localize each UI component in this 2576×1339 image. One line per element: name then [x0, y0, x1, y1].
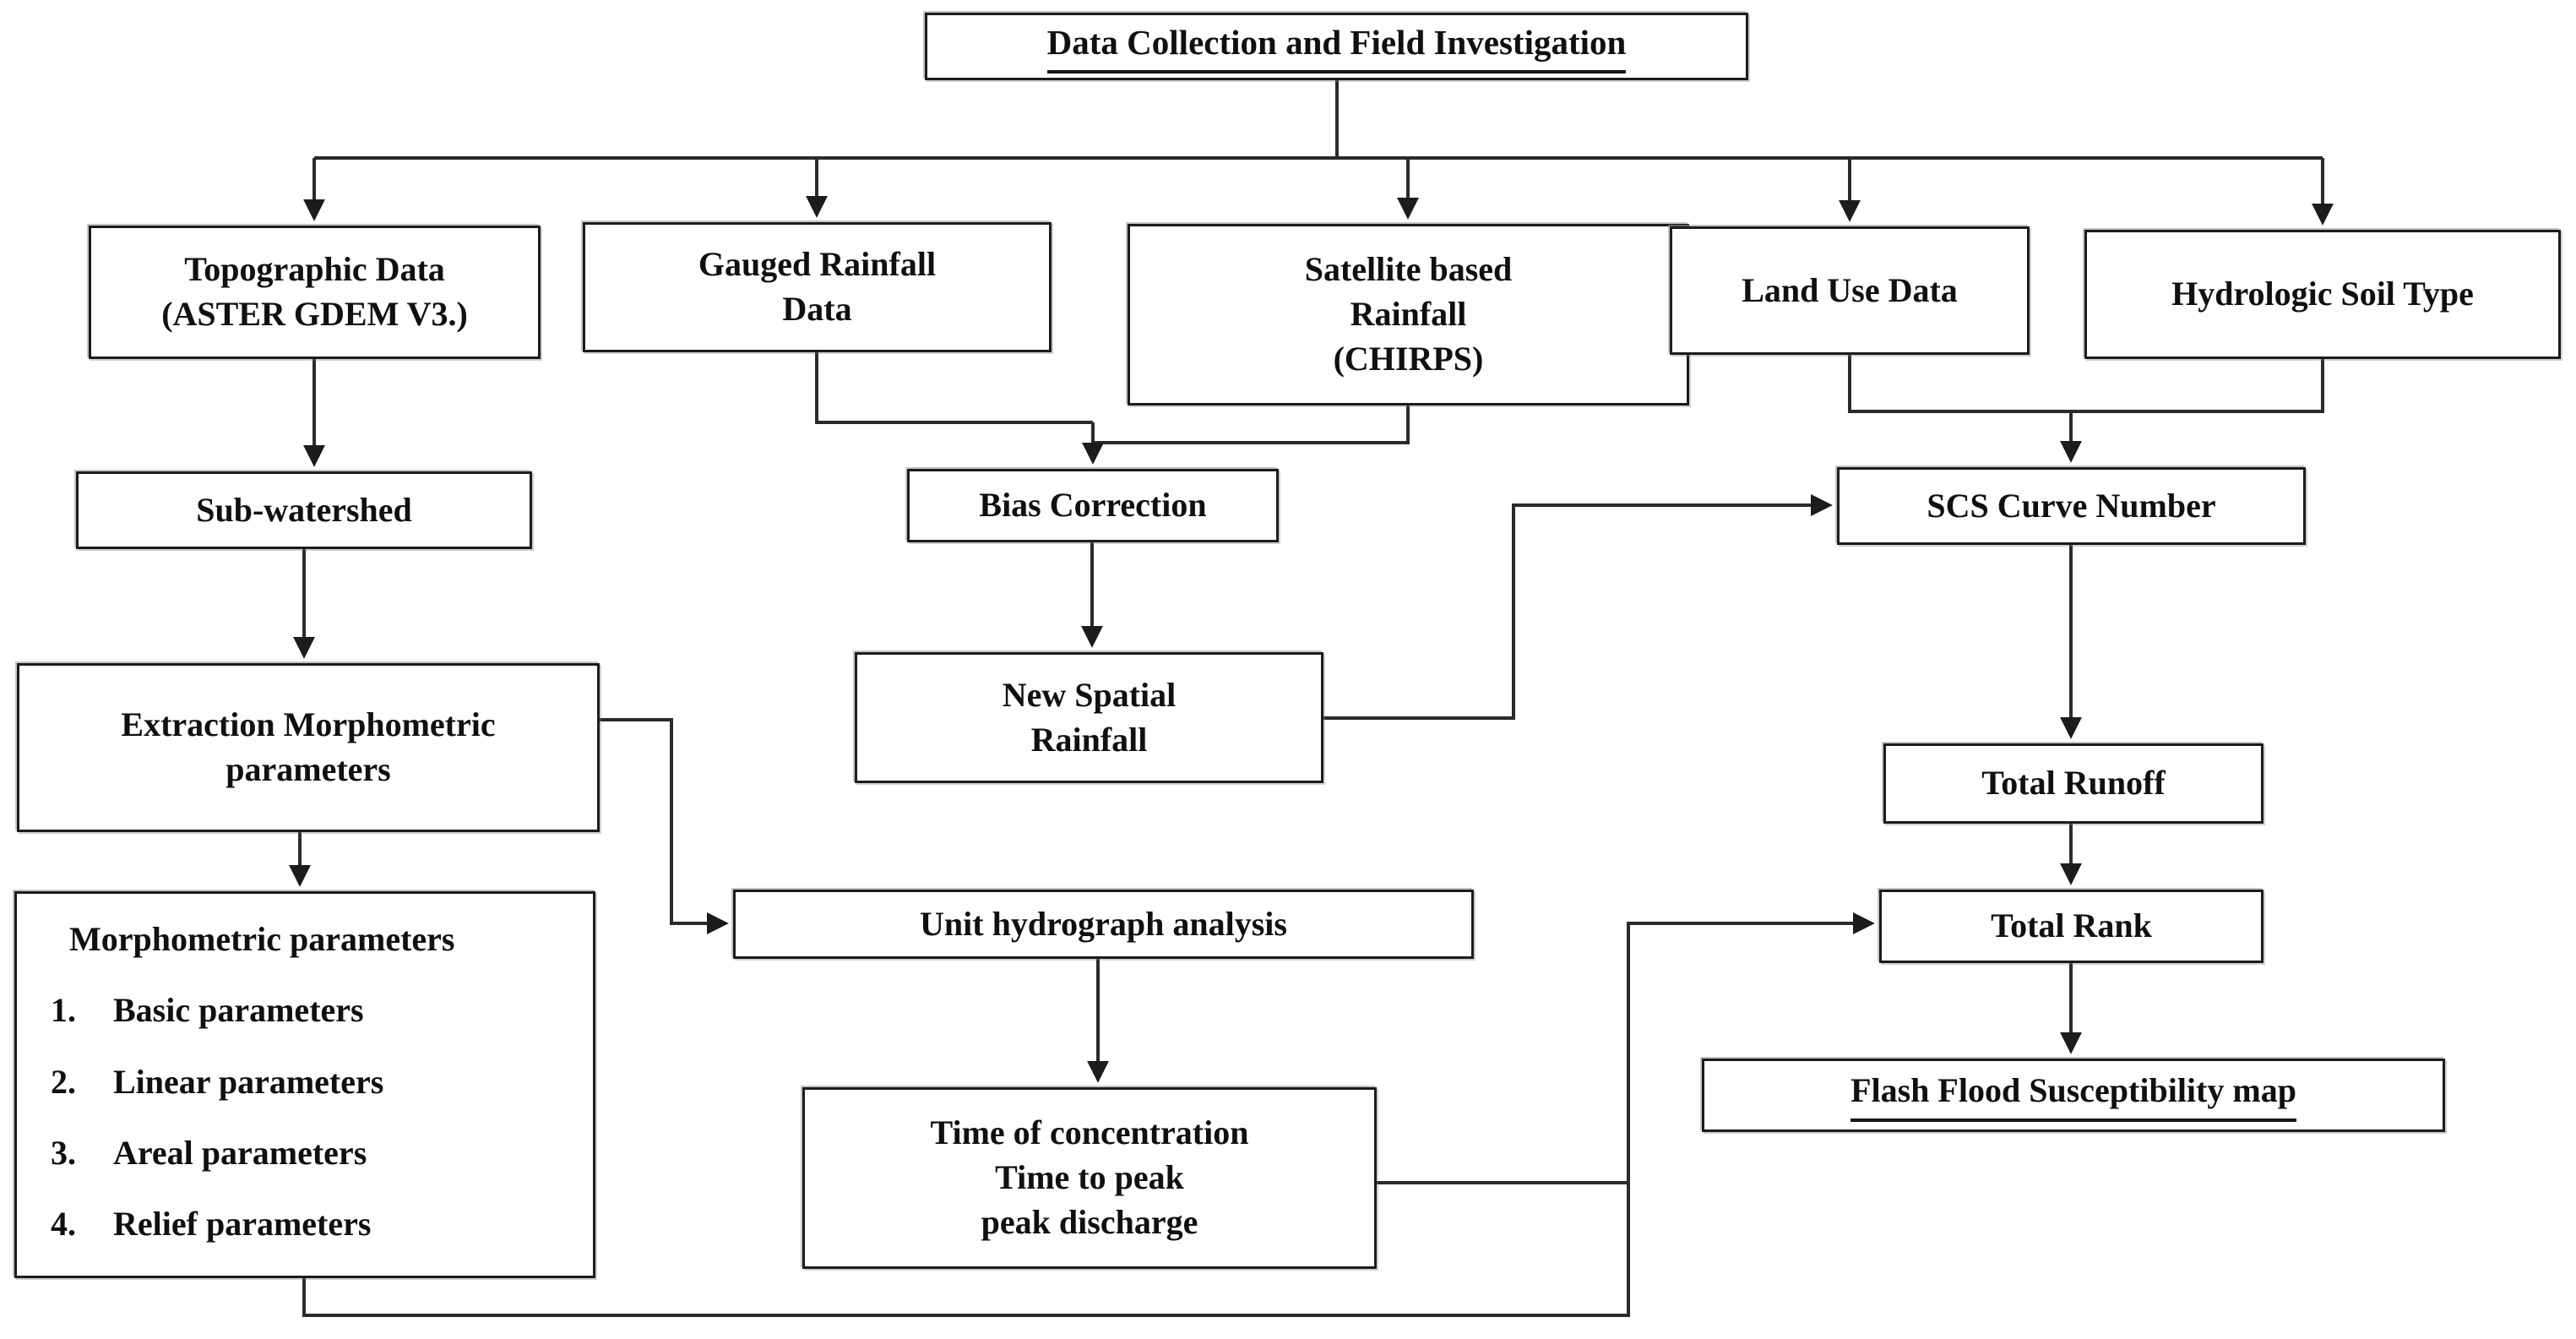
- node-new-spatial-rainfall: New Spatial Rainfall: [855, 652, 1323, 783]
- list-item: 1. Basic parameters: [51, 988, 576, 1033]
- node-topographic-data-label: Topographic Data (ASTER GDEM V3.): [161, 250, 468, 333]
- connector-newspatial-scs: [1323, 494, 1833, 720]
- node-gauged-rainfall: Gauged Rainfall Data: [583, 222, 1052, 352]
- node-bias-correction: Bias Correction: [907, 469, 1279, 542]
- node-time-of-concentration: Time of concentration Time to peak peak …: [802, 1087, 1377, 1269]
- node-satellite-rainfall: Satellite based Rainfall (CHIRPS): [1128, 224, 1689, 406]
- connector-gauged-merge: [815, 352, 1093, 424]
- connector-riser-totalrank: [1627, 912, 1875, 1315]
- list-item-number: 2.: [51, 1062, 76, 1101]
- list-item-label: Linear parameters: [113, 1062, 384, 1101]
- list-item-label: Basic parameters: [113, 991, 364, 1030]
- node-total-runoff: Total Runoff: [1883, 743, 2264, 824]
- list-item: 2. Linear parameters: [51, 1060, 576, 1105]
- morphometric-parameters-title: Morphometric parameters: [69, 920, 455, 958]
- list-item-number: 1.: [51, 991, 76, 1030]
- node-unit-hydrograph-analysis: Unit hydrograph analysis: [733, 890, 1474, 959]
- list-item: 3. Areal parameters: [51, 1131, 576, 1176]
- connector-soiltype-merge: [2071, 359, 2324, 413]
- node-total-rank-label: Total Rank: [1991, 906, 2152, 945]
- connector-extraction-unit: [600, 718, 729, 934]
- node-morphometric-parameters: Morphometric parameters 1. Basic paramet…: [14, 891, 595, 1278]
- node-total-runoff-label: Total Runoff: [1981, 764, 2166, 803]
- connector-morphometric-rail: [302, 1277, 1630, 1317]
- node-flash-flood-susceptibility-map: Flash Flood Susceptibility map: [1702, 1059, 2445, 1132]
- node-satellite-rainfall-label: Satellite based Rainfall (CHIRPS): [1304, 250, 1513, 378]
- node-land-use-data-label: Land Use Data: [1742, 270, 1958, 309]
- node-total-rank: Total Rank: [1879, 890, 2264, 963]
- node-bias-correction-label: Bias Correction: [979, 486, 1207, 525]
- node-data-collection: Data Collection and Field Investigation: [925, 13, 1748, 80]
- node-new-spatial-rainfall-label: New Spatial Rainfall: [1002, 675, 1177, 759]
- node-sub-watershed-label: Sub-watershed: [196, 490, 412, 529]
- connector-title-rail: [314, 80, 2323, 160]
- list-item: 4. Relief parameters: [51, 1202, 576, 1247]
- node-hydrologic-soil-type-label: Hydrologic Soil Type: [2171, 275, 2474, 313]
- node-time-of-concentration-label: Time of concentration Time to peak peak …: [930, 1113, 1249, 1241]
- node-scs-curve-number-label: SCS Curve Number: [1927, 486, 2216, 525]
- list-item-label: Relief parameters: [113, 1205, 372, 1244]
- list-item-number: 4.: [51, 1205, 76, 1244]
- node-data-collection-label: Data Collection and Field Investigation: [1046, 19, 1627, 74]
- node-land-use-data: Land Use Data: [1670, 226, 2030, 355]
- node-gauged-rainfall-label: Gauged Rainfall Data: [698, 245, 937, 328]
- node-extraction-morphometric-label: Extraction Morphometric parameters: [121, 705, 496, 788]
- connector-landuse-merge: [1848, 355, 2071, 413]
- node-flash-flood-susceptibility-map-label: Flash Flood Susceptibility map: [1850, 1069, 2296, 1122]
- node-hydrologic-soil-type: Hydrologic Soil Type: [2084, 230, 2561, 359]
- node-extraction-morphometric: Extraction Morphometric parameters: [17, 663, 600, 832]
- node-unit-hydrograph-analysis-label: Unit hydrograph analysis: [920, 904, 1287, 943]
- node-topographic-data: Topographic Data (ASTER GDEM V3.): [89, 226, 541, 359]
- list-item-label: Areal parameters: [113, 1133, 367, 1172]
- list-item-number: 3.: [51, 1133, 76, 1172]
- node-sub-watershed: Sub-watershed: [76, 471, 532, 549]
- node-scs-curve-number: SCS Curve Number: [1837, 467, 2306, 545]
- connector-satellite-merge: [1093, 406, 1410, 444]
